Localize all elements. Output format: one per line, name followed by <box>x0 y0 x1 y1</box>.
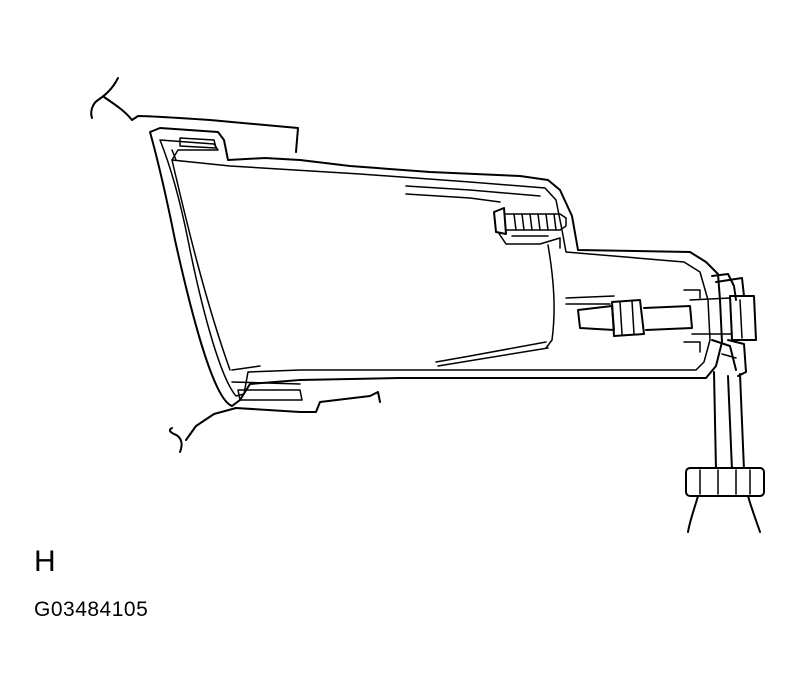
reflector <box>171 159 555 371</box>
lamp-housing-outer <box>149 127 723 407</box>
lower-clip <box>231 381 303 401</box>
adjuster-bolt <box>565 289 757 353</box>
bracket-and-mount <box>711 273 747 377</box>
support-stand <box>685 371 765 533</box>
lower-bumper-cover-line <box>168 391 381 453</box>
callout-letter: H <box>34 545 56 578</box>
aiming-screw <box>493 207 567 249</box>
upper-clip <box>171 137 217 161</box>
figure-code: G03484105 <box>34 598 149 621</box>
upper-bumper-cover-line <box>90 77 299 153</box>
lamp-housing-inner <box>159 139 711 397</box>
